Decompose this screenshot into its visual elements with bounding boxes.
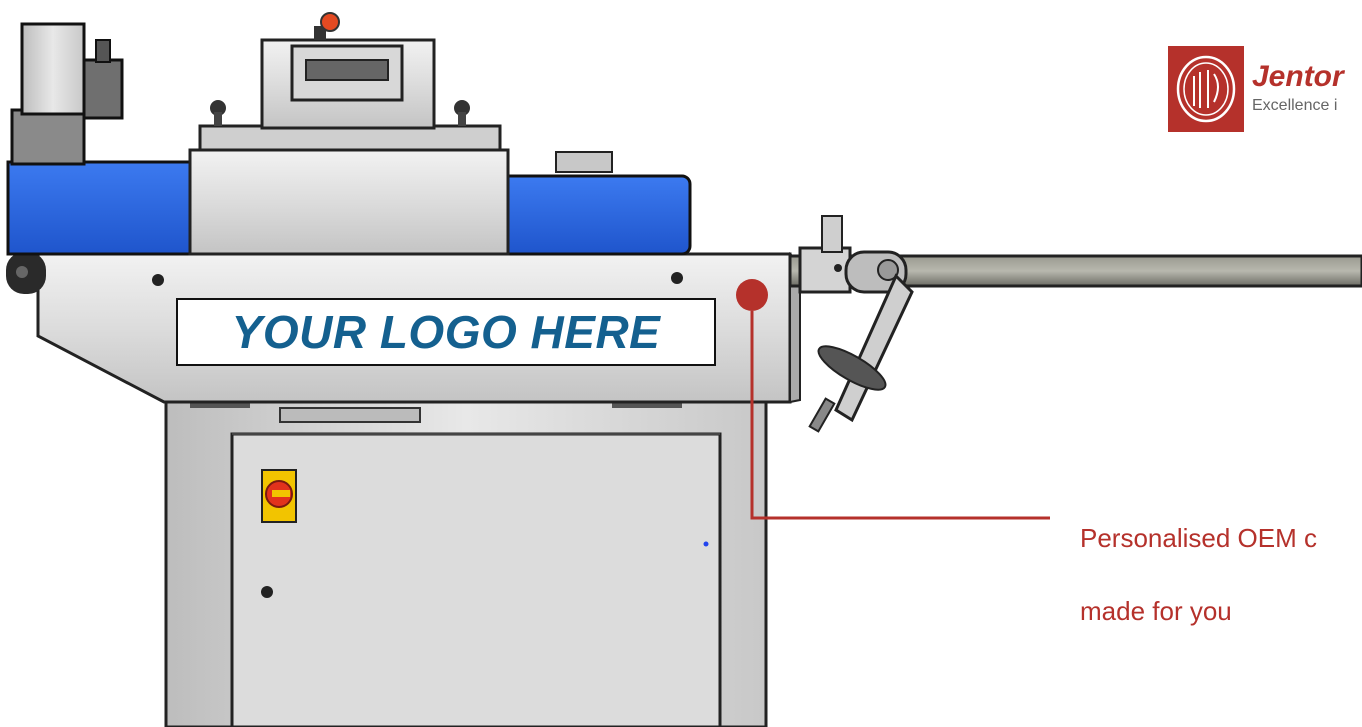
callout-line-2: made for you	[1080, 596, 1232, 627]
motor	[10, 22, 124, 166]
callout-line-1: Personalised OEM c	[1080, 523, 1317, 554]
logo-placeholder: YOUR LOGO HERE	[176, 298, 716, 366]
jentor-seal-icon	[1168, 46, 1244, 132]
brand-tagline: Excellence i	[1252, 97, 1338, 114]
feeder-rail	[788, 215, 1362, 433]
machine-cabinet	[164, 392, 768, 727]
cabinet-lock	[261, 586, 273, 598]
emergency-stop-icon	[320, 12, 340, 32]
callout-marker	[736, 279, 768, 311]
isolator-switch	[261, 469, 297, 523]
blue-housing	[6, 151, 692, 256]
brand-name: Jentor	[1252, 60, 1344, 93]
left-roller	[6, 252, 46, 294]
brand-logo: Jentor Excellence i	[1168, 46, 1362, 132]
center-housing	[188, 12, 510, 256]
callout-leader	[736, 279, 1050, 520]
callout-text: Personalised OEM c made for you	[1080, 484, 1317, 666]
